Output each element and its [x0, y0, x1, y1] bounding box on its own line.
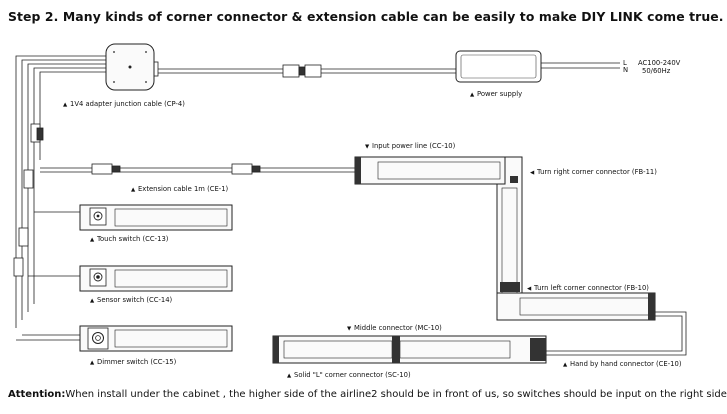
marker-up: ▲	[90, 360, 95, 366]
wiring-diagram: L N AC100-240V 50/60Hz	[13, 43, 687, 379]
label-solid-l: Solid "L" corner connector (SC-10)	[294, 371, 411, 379]
marker-up: ▲	[90, 237, 95, 243]
power-voltage: AC100-240V	[638, 59, 681, 67]
marker-up: ▲	[563, 362, 568, 368]
marker-down: ▼	[365, 144, 370, 150]
marker-up: ▲	[470, 92, 475, 98]
power-label-l: L	[623, 59, 627, 67]
marker-left: ◀	[530, 170, 535, 176]
adapter-junction-box	[105, 43, 155, 91]
label-hand-by-hand: Hand by hand connector (CE-10)	[570, 360, 682, 368]
attention-prefix: Attention:	[8, 389, 66, 400]
marker-up: ▲	[131, 187, 136, 193]
label-touch-switch: Touch switch (CC-13)	[96, 235, 169, 243]
marker-up: ▲	[287, 373, 292, 379]
label-adapter: 1V4 adapter junction cable (CP-4)	[70, 100, 185, 108]
page-heading: Step 2. Many kinds of corner connector &…	[8, 9, 724, 24]
attention-note: Attention:When install under the cabinet…	[8, 389, 727, 400]
label-sensor-switch: Sensor switch (CC-14)	[97, 296, 173, 304]
label-turn-left: Turn left corner connector (FB-10)	[533, 284, 649, 292]
cable-plugs	[13, 61, 322, 277]
label-extension: Extension cable 1m (CE-1)	[138, 185, 229, 193]
marker-up: ▲	[63, 102, 68, 108]
marker-down: ▼	[347, 326, 352, 332]
label-input-power: Input power line (CC-10)	[372, 142, 456, 150]
switch-heads	[87, 207, 109, 350]
component-labels: ▲ Power supply ▲ 1V4 adapter junction ca…	[63, 90, 682, 379]
marker-up: ▲	[90, 298, 95, 304]
power-supply-unit	[455, 50, 542, 83]
label-power-supply: Power supply	[477, 90, 522, 98]
power-frequency: 50/60Hz	[642, 67, 671, 75]
power-label-n: N	[623, 66, 628, 74]
end-caps	[273, 157, 655, 363]
attention-text: When install under the cabinet , the hig…	[65, 389, 727, 400]
led-profiles	[79, 156, 656, 364]
label-dimmer-switch: Dimmer switch (CC-15)	[97, 358, 177, 366]
label-middle: Middle connector (MC-10)	[354, 324, 442, 332]
label-turn-right: Turn right corner connector (FB-11)	[536, 168, 657, 176]
marker-left: ◀	[527, 286, 532, 292]
